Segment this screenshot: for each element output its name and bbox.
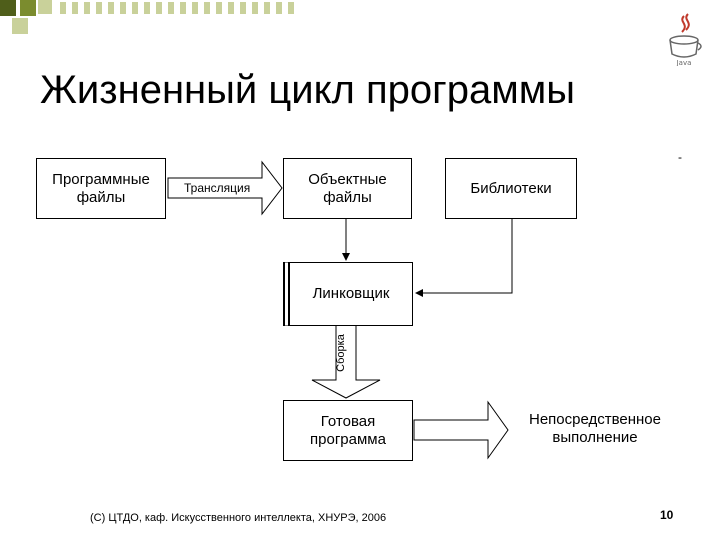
translation-arrow <box>167 160 283 216</box>
linker-label: Линковщик <box>312 285 390 302</box>
translation-label: Трансляция <box>184 181 251 195</box>
decorative-squares <box>0 0 294 34</box>
program-files-label: Программные файлы <box>52 170 150 206</box>
libraries-label: Библиотеки <box>470 179 552 197</box>
stray-dash: - <box>678 150 682 164</box>
object-files-box: Объектные файлы <box>283 158 412 219</box>
java-cup-logo-icon: Java <box>669 13 702 66</box>
execution-label: Непосредственное выполнение <box>528 411 661 446</box>
slide-title: Жизненный цикл программы <box>40 68 575 112</box>
ready-program-box: Готовая программа <box>283 400 413 461</box>
page-number: 10 <box>660 508 674 522</box>
ready-program-label: Готовая программа <box>310 412 386 448</box>
object-files-label: Объектные файлы <box>308 170 387 206</box>
libraries-to-linker-line <box>415 218 513 297</box>
assembly-label: Сборка <box>334 334 347 372</box>
assembly-arrow <box>311 324 381 399</box>
linker-box: Линковщик <box>283 262 413 326</box>
footer-copyright: (С) ЦТДО, каф. Искусственного интеллекта… <box>90 512 387 524</box>
program-files-box: Программные файлы <box>36 158 166 219</box>
svg-text:Java: Java <box>676 59 692 66</box>
libraries-box: Библиотеки <box>445 158 577 219</box>
execution-arrow <box>413 400 509 460</box>
